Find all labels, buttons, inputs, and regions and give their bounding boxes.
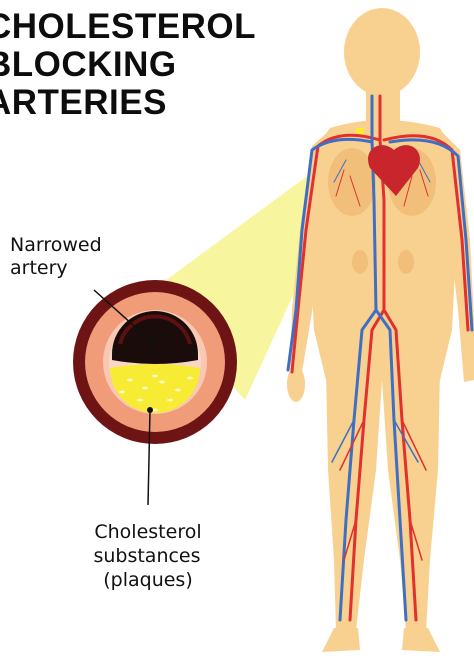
title-line-2: BLOCKING	[0, 46, 177, 84]
narrowed-artery-label-2: artery	[10, 257, 68, 279]
narrowed-artery-label-1: Narrowed	[10, 234, 102, 256]
plaques-label-1: Cholesterol	[88, 521, 208, 543]
leader-dot-narrowed	[149, 339, 155, 345]
plaques-label-3: (plaques)	[88, 569, 208, 591]
title-line-1: CHOLESTEROL	[0, 8, 256, 46]
plaques-label-2: substances	[84, 545, 210, 567]
title-line-3: ARTERIES	[0, 84, 167, 122]
artery-cross-section	[73, 280, 237, 444]
artery-blockage-marker	[356, 128, 364, 134]
leader-dot-plaques	[147, 407, 153, 413]
